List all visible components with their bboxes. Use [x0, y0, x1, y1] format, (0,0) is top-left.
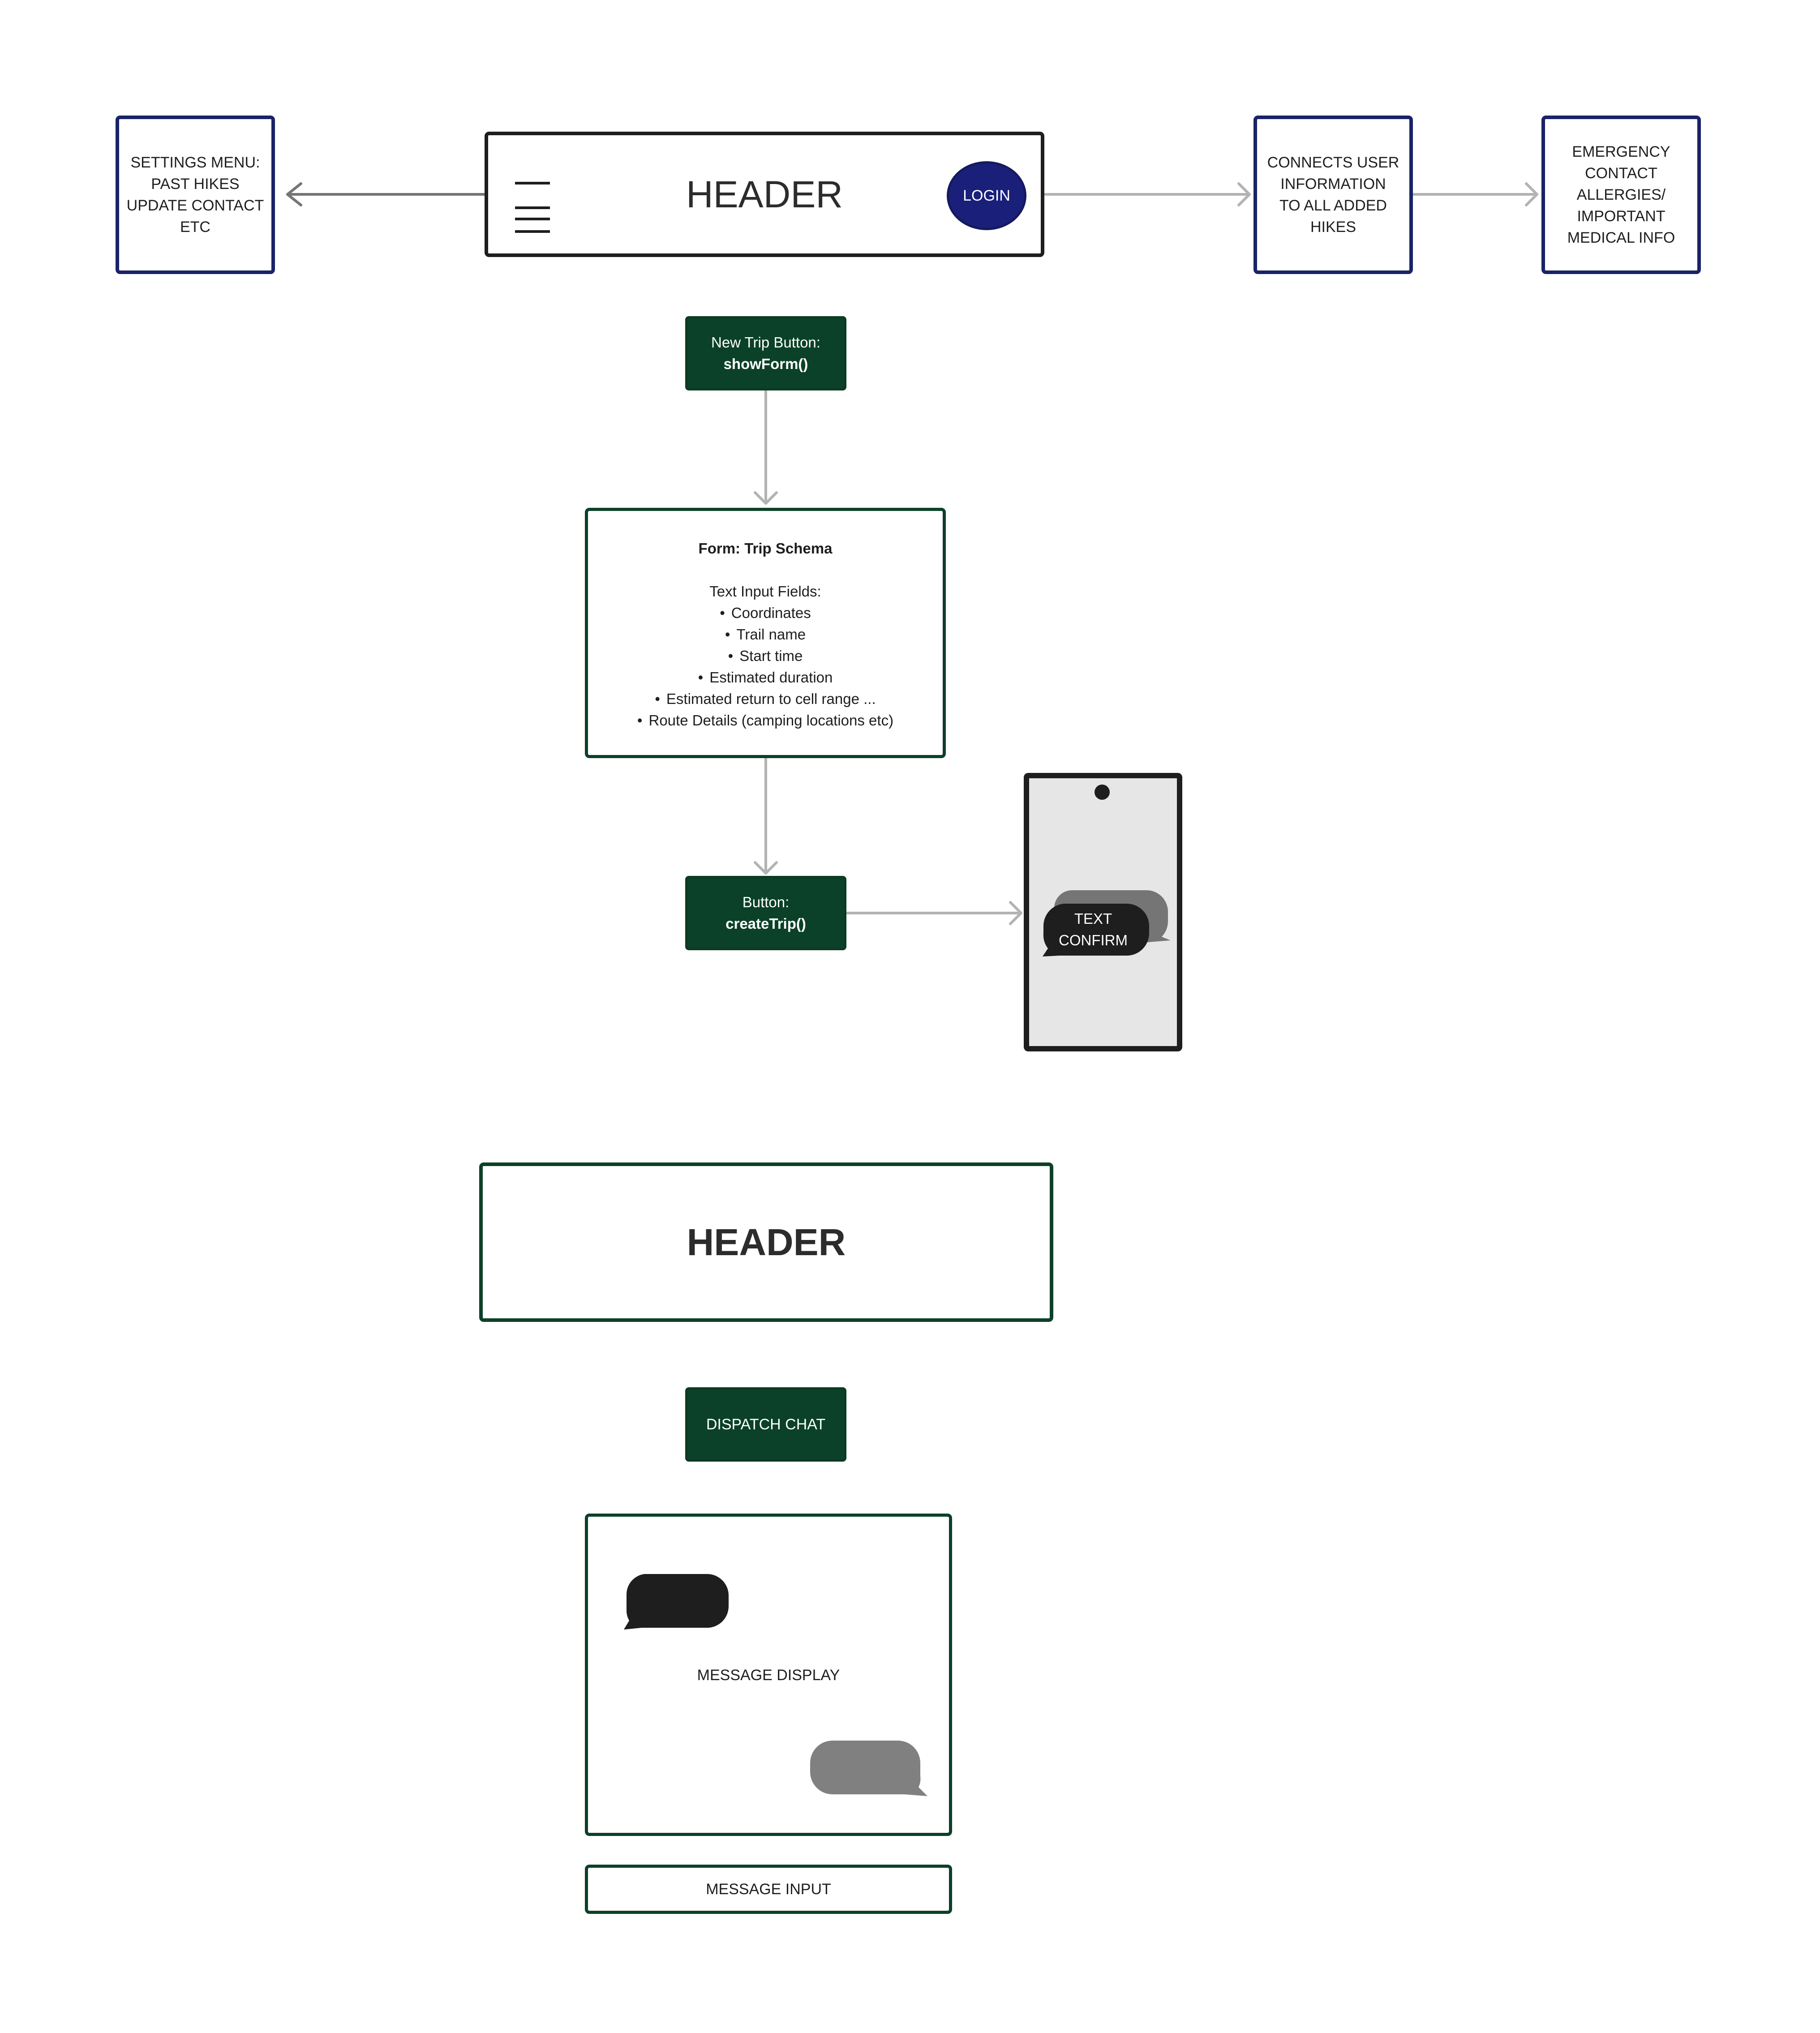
outgoing-message-bubble-icon: [810, 1741, 927, 1796]
second-header: HEADER: [479, 1162, 1053, 1322]
message-input[interactable]: MESSAGE INPUT: [585, 1865, 952, 1914]
emergency-line: ALLERGIES/: [1576, 186, 1666, 203]
connects-line: CONNECTS USER: [1267, 154, 1399, 171]
emergency-text: EMERGENCY CONTACT ALLERGIES/ IMPORTANT M…: [1567, 141, 1675, 249]
arrow-createtrip-to-phone: [845, 901, 1022, 925]
arrow-connects-to-emergency: [1412, 182, 1538, 206]
trip-form-content: Form: Trip Schema Text Input Fields: Coo…: [588, 538, 943, 731]
connects-line: HIKES: [1310, 219, 1356, 236]
connects-user-info-box: CONNECTS USER INFORMATION TO ALL ADDED H…: [1253, 116, 1413, 274]
trip-form-title: Form: Trip Schema: [698, 540, 833, 557]
emergency-line: CONTACT: [1585, 165, 1657, 182]
top-header: HEADER LOGIN: [485, 132, 1044, 257]
emergency-line: EMERGENCY: [1572, 143, 1670, 160]
settings-line: PAST HIKES: [151, 176, 240, 193]
dispatch-chat-label: DISPATCH CHAT: [706, 1415, 826, 1433]
trip-form-field: Coordinates: [588, 602, 943, 624]
trip-form-field: Estimated return to cell range ...: [588, 688, 943, 710]
settings-line: ETC: [180, 219, 210, 236]
emergency-contact-box: EMERGENCY CONTACT ALLERGIES/ IMPORTANT M…: [1541, 116, 1701, 274]
settings-menu-text: SETTINGS MENU: PAST HIKES UPDATE CONTACT…: [127, 152, 264, 238]
new-trip-button-function: showForm(): [723, 356, 808, 372]
arrow-header-to-settings: [286, 182, 486, 206]
dark-chat-bubble-icon: [1043, 904, 1149, 956]
settings-line: UPDATE CONTACT: [126, 197, 264, 214]
dispatch-chat-button[interactable]: DISPATCH CHAT: [685, 1387, 846, 1462]
new-trip-button-label: New Trip Button:: [711, 334, 820, 351]
message-input-label: MESSAGE INPUT: [706, 1880, 831, 1898]
login-button[interactable]: LOGIN: [947, 161, 1026, 230]
create-trip-button-function: createTrip(): [725, 915, 806, 932]
trip-form-field: Estimated duration: [588, 667, 943, 688]
arrow-newtrip-to-form: [754, 388, 778, 505]
trip-form-field: Start time: [588, 645, 943, 667]
create-trip-button[interactable]: Button: createTrip(): [685, 876, 846, 950]
create-trip-button-label: Button:: [742, 894, 790, 910]
emergency-line: MEDICAL INFO: [1567, 229, 1675, 246]
trip-form-field-list: Coordinates Trail name Start time Estima…: [588, 602, 943, 731]
phone-camera-icon: [1095, 785, 1110, 800]
phone-mockup: TEXT CONFIRM: [1024, 773, 1182, 1051]
message-display-label: MESSAGE DISPLAY: [697, 1667, 840, 1684]
settings-menu-box: SETTINGS MENU: PAST HIKES UPDATE CONTACT…: [116, 116, 275, 274]
text-confirm-line1: TEXT: [1074, 910, 1112, 927]
new-trip-button[interactable]: New Trip Button: showForm(): [685, 316, 846, 390]
connects-text: CONNECTS USER INFORMATION TO ALL ADDED H…: [1267, 152, 1399, 238]
second-header-title: HEADER: [687, 1221, 846, 1263]
text-confirm-label: TEXT CONFIRM: [1045, 908, 1141, 951]
incoming-message-bubble-icon: [624, 1574, 729, 1630]
trip-schema-form: Form: Trip Schema Text Input Fields: Coo…: [585, 508, 946, 758]
trip-form-field: Route Details (camping locations etc): [588, 710, 943, 731]
settings-line: SETTINGS MENU:: [130, 154, 260, 171]
hamburger-menu-icon[interactable]: [515, 182, 550, 234]
trip-form-field: Trail name: [588, 624, 943, 645]
arrow-form-to-createtrip: [754, 756, 778, 875]
connects-line: TO ALL ADDED: [1279, 197, 1387, 214]
connects-line: INFORMATION: [1280, 176, 1386, 193]
trip-form-subtitle: Text Input Fields:: [709, 583, 821, 600]
emergency-line: IMPORTANT: [1577, 208, 1665, 225]
text-confirm-line2: CONFIRM: [1059, 932, 1128, 948]
arrow-header-to-connects: [1042, 182, 1251, 206]
message-display: MESSAGE DISPLAY: [585, 1514, 952, 1836]
